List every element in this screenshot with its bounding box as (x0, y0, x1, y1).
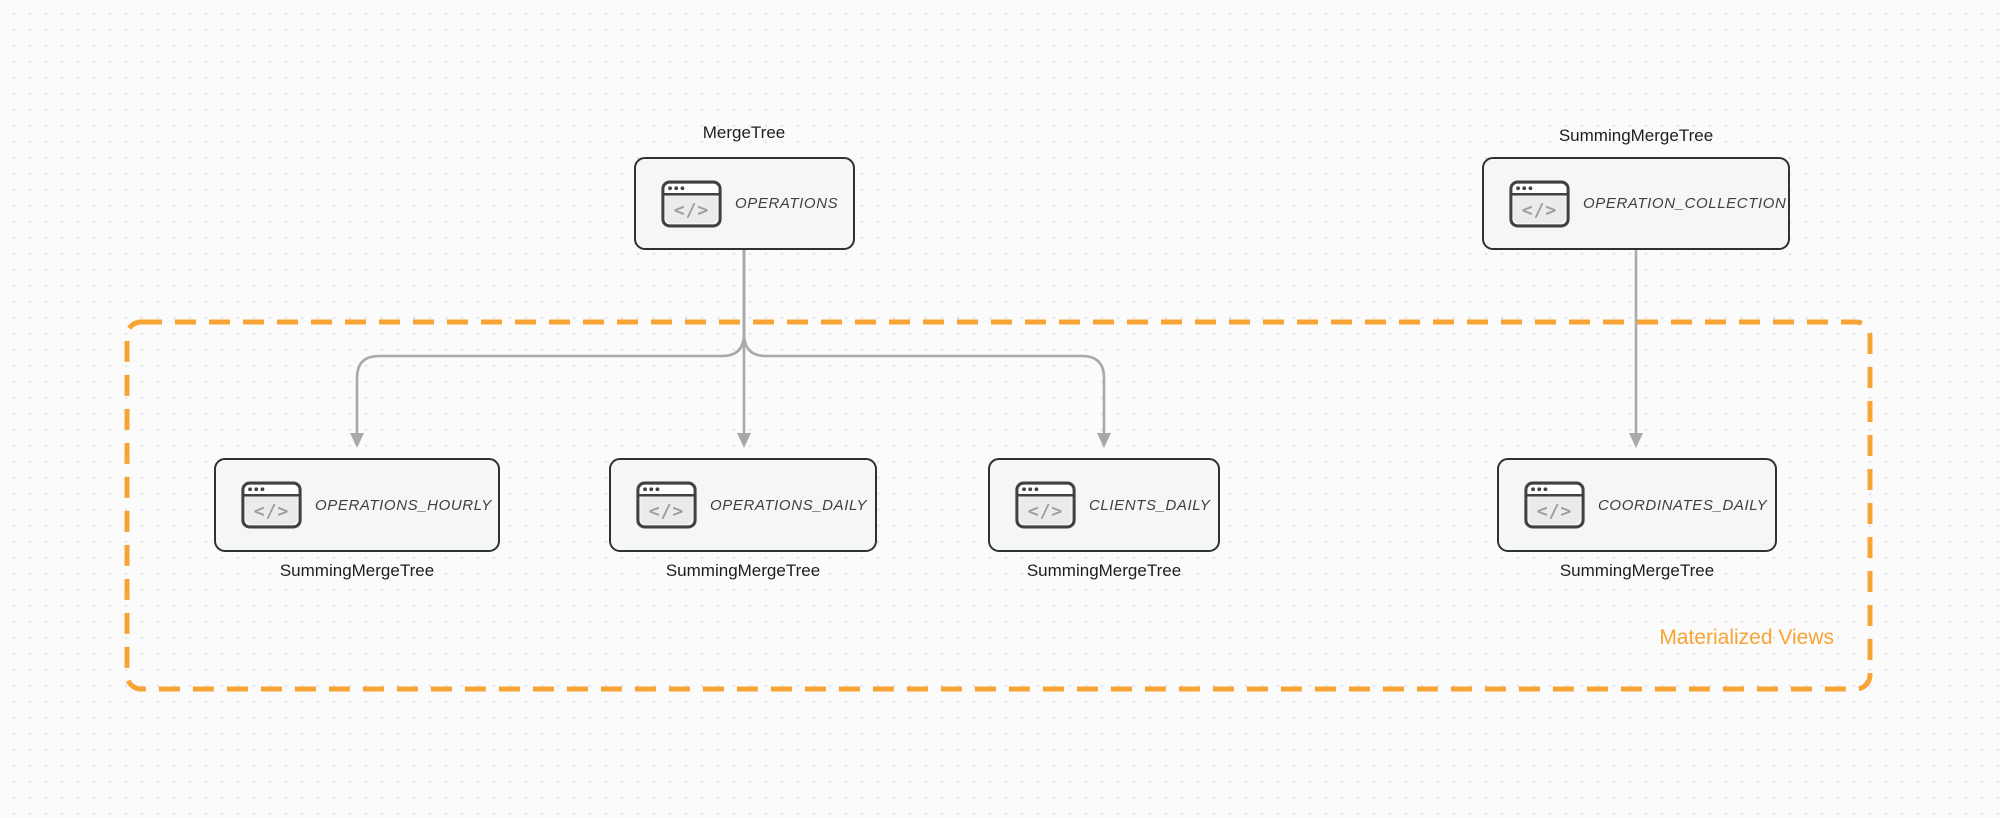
edge-operations-to-clients-daily (742, 250, 1106, 434)
node-label: OPERATION_COLLECTION (1583, 195, 1787, 212)
engine-label-coordinates-daily: SummingMergeTree (1559, 561, 1715, 580)
engine-label-operations-daily: SummingMergeTree (665, 561, 821, 580)
code-window-icon: </> (241, 481, 302, 529)
materialized-views-group-border (124, 319, 1873, 692)
code-window-icon: </> (636, 481, 697, 529)
code-window-icon: </> (1015, 481, 1076, 529)
node-operations[interactable]: </> OPERATIONS (634, 157, 855, 250)
edge-operations-to-operations-hourly (355, 250, 746, 434)
code-window-icon: </> (661, 180, 722, 228)
svg-text:</>: </> (1028, 501, 1064, 522)
materialized-views-group-label: Materialized Views (1659, 626, 1834, 649)
arrowhead-icon (1629, 433, 1643, 448)
node-operations-daily[interactable]: </> OPERATIONS_DAILY (609, 458, 877, 552)
node-label: OPERATIONS (735, 195, 839, 212)
node-operations-hourly[interactable]: </> OPERATIONS_HOURLY (214, 458, 500, 552)
node-operation-collection[interactable]: </> OPERATION_COLLECTION (1482, 157, 1790, 250)
code-window-icon: </> (1509, 180, 1570, 228)
node-clients-daily[interactable]: </> CLIENTS_DAILY (988, 458, 1220, 552)
engine-label-operations: MergeTree (702, 123, 786, 142)
svg-text:</>: </> (1537, 501, 1573, 522)
node-label: OPERATIONS_HOURLY (315, 496, 492, 514)
node-label: CLIENTS_DAILY (1089, 496, 1211, 514)
svg-text:</>: </> (649, 501, 685, 522)
arrowhead-icon (1097, 433, 1111, 448)
node-label: OPERATIONS_DAILY (710, 496, 868, 514)
arrowhead-icon (350, 433, 364, 448)
svg-text:</>: </> (674, 199, 710, 220)
code-window-icon: </> (1524, 481, 1585, 529)
node-coordinates-daily[interactable]: </> COORDINATES_DAILY (1497, 458, 1777, 552)
engine-label-clients-daily: SummingMergeTree (1026, 561, 1182, 580)
engine-label-operations-hourly: SummingMergeTree (279, 561, 435, 580)
engine-label-operation-collection: SummingMergeTree (1558, 126, 1714, 145)
svg-text:</>: </> (1522, 199, 1558, 220)
svg-text:</>: </> (254, 501, 290, 522)
arrowhead-icon (737, 433, 751, 448)
node-label: COORDINATES_DAILY (1598, 496, 1768, 514)
